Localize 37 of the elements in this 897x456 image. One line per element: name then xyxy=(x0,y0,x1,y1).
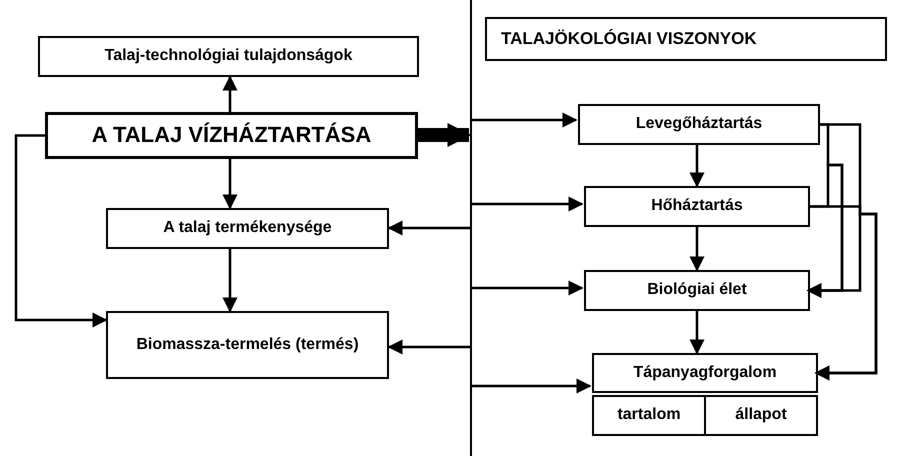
arrow xyxy=(471,280,584,296)
node-label: A TALAJ VÍZHÁZTARTÁSA xyxy=(92,121,372,150)
node-label: tartalom xyxy=(617,405,681,426)
arrow xyxy=(690,311,704,354)
arrow xyxy=(471,112,578,128)
arrow xyxy=(388,340,471,354)
heading-box xyxy=(485,17,887,61)
main-box xyxy=(45,112,418,159)
process-box xyxy=(584,186,810,227)
process-box xyxy=(106,311,389,379)
process-box xyxy=(704,395,818,436)
process-box xyxy=(584,270,810,311)
arrow xyxy=(222,76,238,112)
arrow xyxy=(14,134,108,328)
node-label: Talaj-technológiai tulajdonságok xyxy=(104,46,352,66)
process-box xyxy=(592,395,706,436)
arrow xyxy=(690,227,704,272)
arrow xyxy=(690,145,704,188)
node-label: A talaj termékenysége xyxy=(163,218,332,238)
node-label: Tápanyagforgalom xyxy=(633,362,777,383)
node-label: Biomassza-termelés (termés) xyxy=(136,334,359,355)
process-box xyxy=(578,104,820,145)
arrow xyxy=(222,249,238,312)
node-label: Biológiai élet xyxy=(647,280,747,300)
arrow xyxy=(471,196,584,212)
process-box xyxy=(106,208,389,249)
node-label: állapot xyxy=(735,405,787,426)
node-label: Hőháztartás xyxy=(651,196,743,216)
bracket-arrow xyxy=(806,164,844,298)
node-label: TALAJÖKOLÓGIAI VISZONYOK xyxy=(501,28,757,50)
process-box xyxy=(38,36,419,77)
arrow xyxy=(388,220,471,236)
arrow xyxy=(471,378,592,394)
arrow xyxy=(222,159,238,210)
process-box xyxy=(592,353,818,393)
thick-arrow xyxy=(418,123,472,147)
node-label: Levegőháztartás xyxy=(636,114,762,134)
